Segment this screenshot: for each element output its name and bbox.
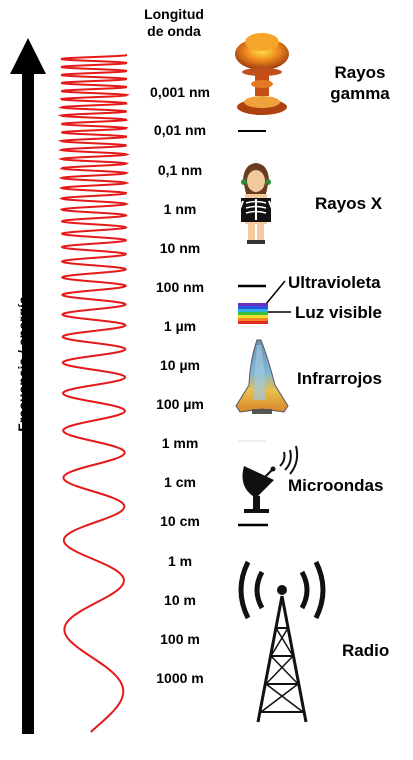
band-label-infrared: Infrarrojos	[297, 369, 383, 388]
wavelength-label: 0,01 nm	[153, 122, 207, 138]
wavelength-label: 1 m	[167, 553, 193, 569]
band-label-visible: Luz visible	[295, 303, 382, 322]
wavelength-label: 1000 m	[156, 670, 204, 686]
wavelength-label: 0,001 nm	[150, 84, 210, 100]
band-label-gamma-line1: Rayos	[334, 63, 386, 82]
radio-tower-icon	[238, 560, 326, 723]
wavelength-label: 1 mm	[161, 435, 199, 451]
nuclear-explosion-icon	[235, 33, 289, 115]
band-label-gamma: Rayos gamma	[322, 62, 398, 104]
band-label-uv: Ultravioleta	[288, 273, 381, 292]
wavelength-label: 100 nm	[155, 279, 205, 295]
frequency-arrow	[10, 38, 46, 734]
wavelength-label: 10 cm	[160, 513, 200, 529]
wavelength-label: 1 µm	[163, 318, 197, 334]
em-wave	[57, 54, 131, 733]
wavelength-label: 100 m	[160, 631, 200, 647]
space-shuttle-thermal-icon	[235, 339, 289, 414]
wavelength-label: 10 nm	[159, 240, 201, 256]
wavelength-label: 10 µm	[160, 357, 200, 373]
wavelength-header-line2: de onda	[147, 23, 201, 39]
wavelength-label: 10 m	[164, 592, 196, 608]
uv-leader	[265, 280, 286, 305]
frequency-axis-label: Frecuencia / energía	[15, 296, 31, 432]
wavelength-header-line1: Longitud	[144, 6, 204, 22]
visible-spectrum-icon	[238, 303, 291, 324]
wavelength-label: 100 µm	[156, 396, 204, 412]
satellite-dish-icon	[238, 445, 299, 527]
wavelength-label: 1 nm	[163, 201, 197, 217]
wavelength-header: Longitud de onda	[126, 6, 222, 40]
xray-person-icon	[236, 163, 276, 244]
band-label-radio: Radio	[342, 641, 390, 660]
band-label-xray: Rayos X	[315, 194, 383, 213]
wavelength-label: 1 cm	[164, 474, 196, 490]
wavelength-label: 0,1 nm	[157, 162, 203, 178]
band-label-microwave: Microondas	[288, 476, 384, 495]
band-label-gamma-line2: gamma	[330, 84, 390, 103]
